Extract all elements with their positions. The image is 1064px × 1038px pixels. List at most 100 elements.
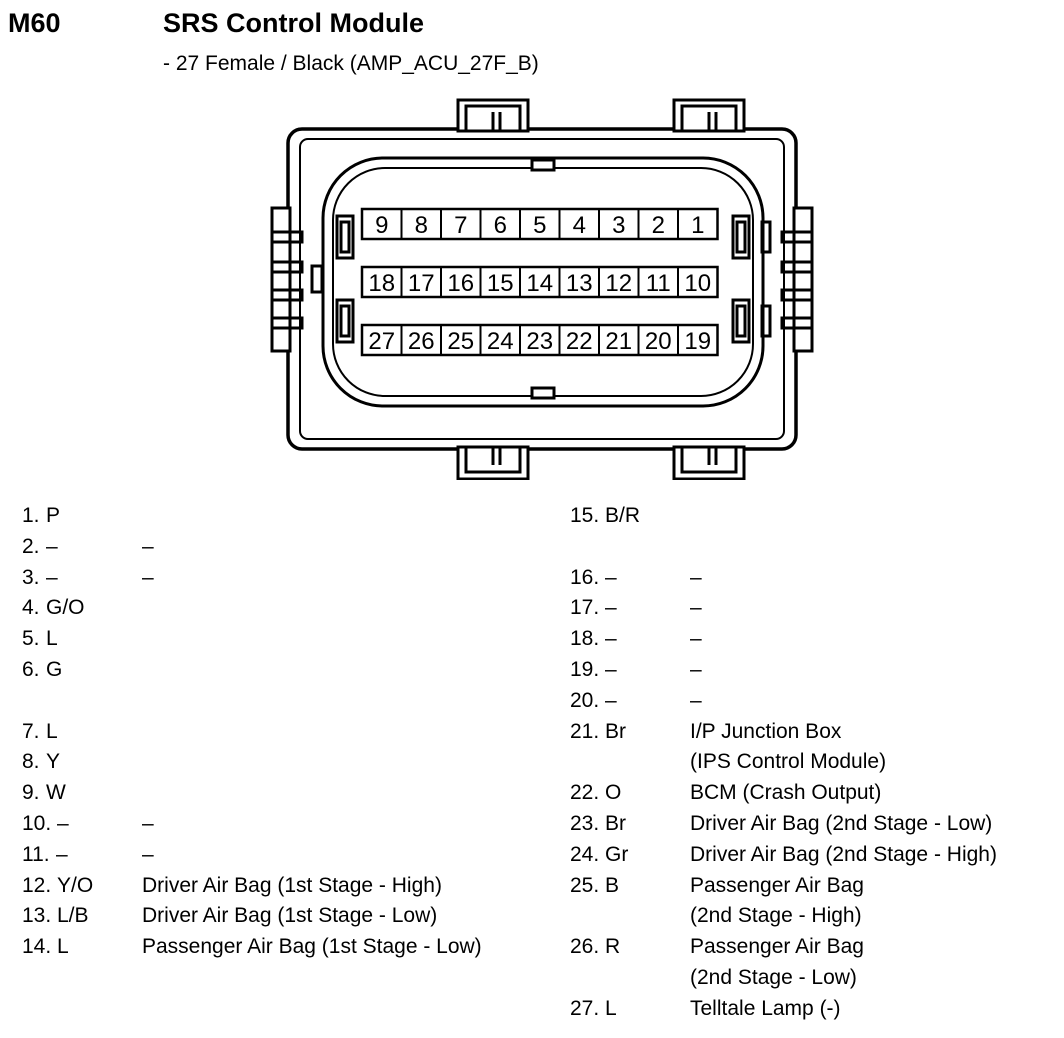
- pin-description: –: [690, 596, 702, 620]
- pin-cavity-number: 6: [494, 212, 507, 239]
- pin-number: 21.: [570, 719, 600, 743]
- pin-cavity-number: 1: [691, 212, 704, 239]
- pin-cavity-number: 23: [526, 328, 553, 355]
- pin-cavity-number: 15: [487, 270, 514, 297]
- wire-color: B/R: [605, 504, 641, 527]
- pin-description: –: [690, 658, 702, 681]
- pin-cavity-number: 18: [368, 270, 395, 297]
- pin-description: Driver Air Bag (1st Stage - Low): [142, 904, 438, 928]
- pin-number: 5.: [22, 627, 40, 651]
- wire-color: P: [46, 504, 61, 527]
- pin-cavity-number: 10: [684, 270, 711, 297]
- pin-description: Passenger Air Bag (1st Stage - Low): [142, 935, 482, 959]
- pin-number: 14.: [22, 935, 52, 959]
- pin-number: 9.: [22, 781, 40, 805]
- wire-color: Br: [605, 719, 626, 743]
- pin-cavity: [677, 324, 719, 356]
- pin-cavity-number: 11: [646, 270, 671, 297]
- wire-color: –: [605, 658, 617, 681]
- pin-cavity-number: 5: [533, 212, 546, 239]
- bottom-latch-left: [456, 445, 530, 480]
- pin-number: 1.: [22, 504, 40, 527]
- pin-cavity-number: 8: [415, 212, 428, 239]
- pin-description: Driver Air Bag (2nd Stage - Low): [690, 812, 993, 835]
- pin-cavity-number: 19: [684, 328, 711, 355]
- wire-color: –: [46, 534, 58, 558]
- pin-number: 27.: [570, 996, 600, 1020]
- pin-number: 4.: [22, 596, 40, 620]
- pin-description: –: [142, 534, 154, 558]
- wire-color: –: [56, 842, 68, 866]
- pin-description: Telltale Lamp (-): [690, 996, 841, 1020]
- page-title: SRS Control Module: [163, 8, 424, 38]
- pin-cavity-number: 12: [605, 270, 632, 297]
- pin-cavity-number: 4: [573, 212, 586, 239]
- wire-color: –: [46, 565, 58, 589]
- wire-color: –: [605, 688, 617, 712]
- pin-number: 17.: [570, 596, 600, 620]
- pin-description: –: [690, 688, 702, 712]
- pin-number: 13.: [22, 904, 52, 928]
- pin-description: (2nd Stage - Low): [690, 966, 857, 989]
- pin-description: Passenger Air Bag: [690, 873, 864, 897]
- pin-description: –: [142, 565, 154, 589]
- pin-description: Driver Air Bag (1st Stage - High): [142, 873, 442, 897]
- pin-description: (2nd Stage - High): [690, 904, 862, 928]
- wire-color: L: [605, 996, 617, 1020]
- pin-number: 23.: [570, 812, 600, 835]
- wire-color: –: [605, 596, 617, 620]
- wire-color: Br: [605, 812, 626, 835]
- pin-cavity-number: 14: [526, 270, 553, 297]
- side-tabs-left: [270, 206, 324, 353]
- pin-description: BCM (Crash Output): [690, 781, 882, 805]
- pin-cavity-number: 27: [368, 328, 395, 355]
- pin-cavity-number: 20: [645, 328, 672, 355]
- pin-number: 20.: [570, 688, 600, 712]
- pin-cavity-number: 22: [566, 328, 593, 355]
- pin-number: 6.: [22, 658, 40, 681]
- pin-cavity-number: 17: [408, 270, 435, 297]
- wire-color: G: [46, 658, 63, 681]
- pin-number: 7.: [22, 719, 40, 743]
- pin-number: 15.: [570, 504, 600, 527]
- wire-color: L/B: [57, 904, 89, 928]
- pin-description: –: [142, 842, 154, 866]
- pin-description: –: [690, 565, 702, 589]
- pin-description: Driver Air Bag (2nd Stage - High): [690, 842, 997, 866]
- pin-number: 18.: [570, 627, 600, 651]
- connector-code: M60: [8, 8, 61, 38]
- pin-cavity-number: 2: [652, 212, 665, 239]
- wire-color: R: [605, 935, 621, 959]
- connector-face-outer: [321, 156, 765, 408]
- wire-color: –: [605, 627, 617, 651]
- pin-number: 11.: [22, 842, 50, 866]
- pin-cavity: [677, 208, 719, 240]
- face-key-bottom: [530, 386, 556, 400]
- polarization-slot-right-top: [731, 214, 751, 260]
- side-tabs-right: [760, 206, 814, 353]
- wire-color: L: [57, 935, 69, 959]
- pin-cavity-number: 21: [605, 328, 632, 355]
- pin-cavity-number: 25: [447, 328, 474, 355]
- pin-description: –: [690, 627, 702, 651]
- wire-color: W: [46, 781, 66, 805]
- pin-number: 25.: [570, 873, 600, 897]
- pin-description: –: [142, 812, 154, 835]
- wire-color: B: [605, 873, 620, 897]
- pin-number: 2.: [22, 534, 40, 558]
- wire-color: –: [605, 565, 617, 589]
- pin-number: 12.: [22, 873, 52, 897]
- wire-color: L: [46, 627, 58, 651]
- pin-number: 24.: [570, 842, 600, 866]
- pin-description: Passenger Air Bag: [690, 935, 864, 959]
- pin-cavity-number: 7: [454, 212, 467, 239]
- pin-cavity: [677, 266, 719, 298]
- pin-cavity-number: 16: [447, 270, 474, 297]
- wire-color: Y: [46, 750, 61, 774]
- top-latch-right: [672, 98, 746, 133]
- connector-subtitle: - 27 Female / Black (AMP_ACU_27F_B): [163, 52, 539, 75]
- wire-color: Gr: [605, 842, 629, 866]
- pin-cavity-number: 13: [566, 270, 593, 297]
